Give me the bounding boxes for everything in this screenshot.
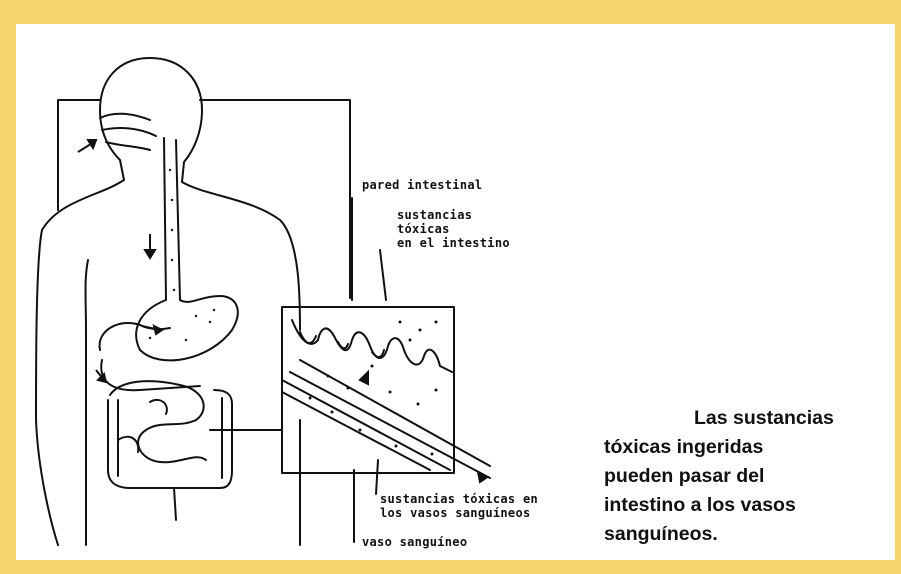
caption-text: Las sustancias tóxicas ingeridas pueden … <box>604 404 898 549</box>
label-intestinal-wall: pared intestinal <box>362 178 482 192</box>
intestinal-villi <box>292 320 452 372</box>
caption-line: Las sustancias <box>604 404 898 433</box>
blood-vessel-tube <box>282 360 490 478</box>
label-toxins-in-blood-vessels: sustancias tóxicas en los vasos sanguíne… <box>380 492 538 520</box>
esophagus <box>164 138 180 300</box>
label-toxins-in-intestine: sustancias tóxicas en el intestino <box>397 208 510 250</box>
caption-line: pueden pasar del <box>604 462 898 491</box>
large-intestine <box>108 390 232 488</box>
caption-line: intestino a los vasos <box>604 491 898 520</box>
caption-line: sanguíneos. <box>604 520 898 549</box>
body-outline <box>36 58 300 545</box>
leader-toxins-intestine <box>380 250 386 300</box>
zoom-inset <box>282 307 454 473</box>
caption-line: tóxicas ingeridas <box>604 433 898 462</box>
small-intestine <box>110 381 206 462</box>
background-panel <box>58 100 350 545</box>
arrow-inset <box>360 372 368 384</box>
label-blood-vessel: vaso sanguíneo <box>362 535 467 549</box>
leader-toxins-vessels <box>376 460 378 494</box>
rectum <box>174 488 176 520</box>
left-arm <box>36 420 58 545</box>
